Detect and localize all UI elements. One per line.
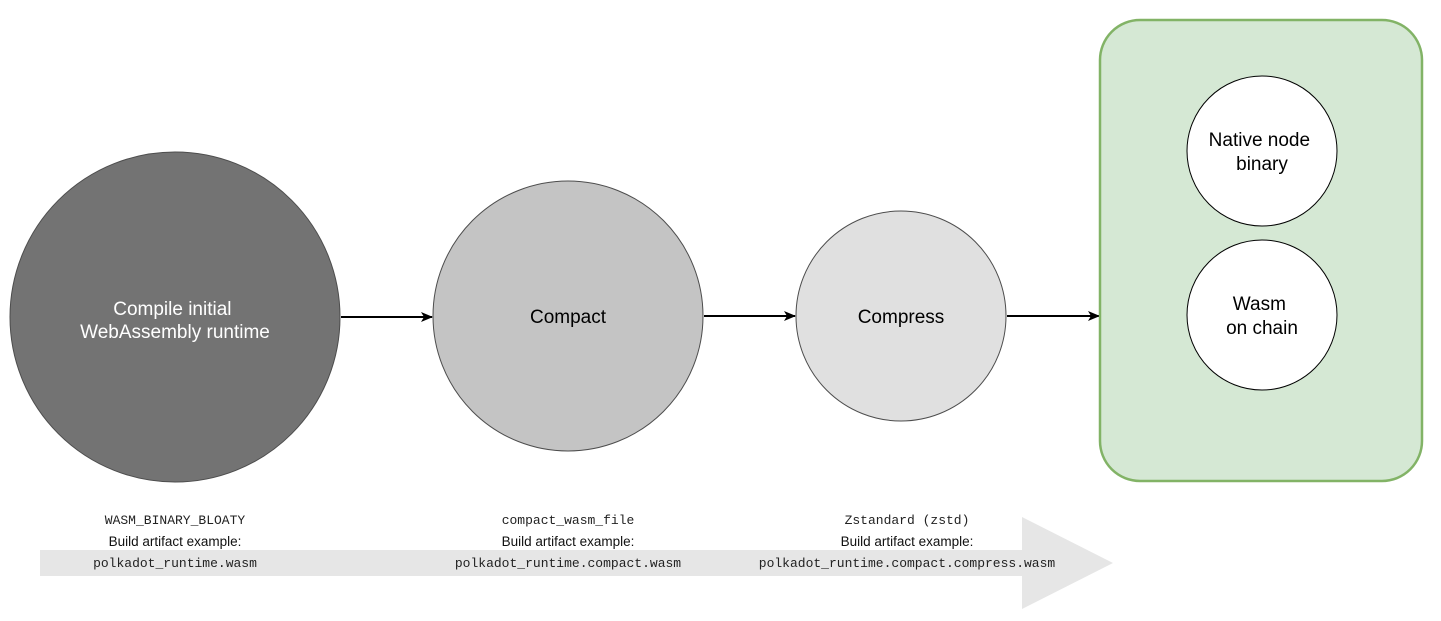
target-wasm-on-chain <box>1186 239 1338 391</box>
target-native-node-binary <box>1186 75 1338 227</box>
stage-compress-code-name: Zstandard (zstd) <box>845 513 970 528</box>
stage-compress-label: Compress <box>858 307 945 328</box>
stage-compress-caption-text: Build artifact example: <box>841 534 974 549</box>
stage-compile-caption: WASM_BINARY_BLOATY Build artifact exampl… <box>93 513 257 571</box>
stage-compile-code-name: WASM_BINARY_BLOATY <box>105 513 246 528</box>
target-native-node-binary-label: Native node binary <box>1209 130 1316 175</box>
stage-compress-node <box>795 210 1007 422</box>
stage-compact-node <box>432 180 704 452</box>
pipeline-banner-arrow <box>40 517 1113 609</box>
stage-compact-artifact: polkadot_runtime.compact.wasm <box>455 556 681 571</box>
stage-compact-code-name: compact_wasm_file <box>502 513 635 528</box>
stage-compile-node <box>9 151 341 483</box>
stage-compile-artifact: polkadot_runtime.wasm <box>93 556 257 571</box>
stage-compile-caption-text: Build artifact example: <box>109 534 242 549</box>
target-wasm-on-chain-label: Wasm on chain <box>1226 294 1298 339</box>
stage-compact-label: Compact <box>530 307 607 328</box>
stage-compress-artifact: polkadot_runtime.compact.compress.wasm <box>759 556 1056 571</box>
stage-compact-caption-text: Build artifact example: <box>502 534 635 549</box>
stage-compile-label: Compile initial WebAssembly runtime <box>80 299 270 343</box>
stage-compress-caption: Zstandard (zstd) Build artifact example:… <box>759 513 1056 571</box>
stage-compact-caption: compact_wasm_file Build artifact example… <box>455 513 681 571</box>
